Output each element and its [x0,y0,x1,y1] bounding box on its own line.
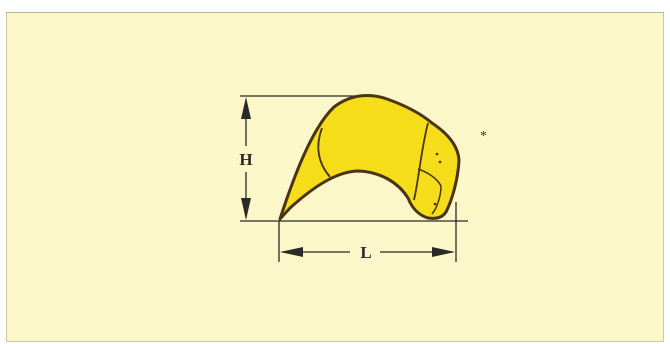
length-label: L [360,243,371,262]
height-arrow-bottom [241,198,251,220]
height-arrow-top [241,97,251,119]
height-label: H [239,150,252,169]
tooth-facet-bevel [417,168,442,215]
tooth-facet-left [317,127,331,178]
length-dimension: L [280,243,455,262]
length-arrow-right [432,247,455,257]
tooth-body [278,93,461,221]
tooth-dot-1 [435,152,439,156]
tooth-dot-3 [433,202,437,206]
crescent-cutter-tooth-icon [278,93,461,221]
tooth-facet-right [413,122,429,201]
length-arrow-left [280,247,303,257]
height-dimension: H [239,97,253,220]
footnote-mark: * [480,129,487,144]
tooth-dot-2 [438,160,442,164]
